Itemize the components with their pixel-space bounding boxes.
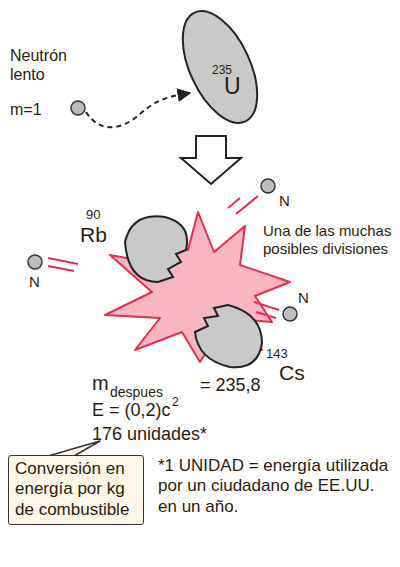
neutron-path [86,93,190,127]
speed-line [254,302,279,310]
note-label: Neutrón lento [10,46,80,84]
speed-line [228,198,240,208]
neutron [28,255,42,269]
footnote: *1 UNIDAD = energía utilizada por un ciu… [158,456,396,517]
neutron [71,101,85,115]
neutron-label: N [29,273,40,291]
callout-box: Conversión en energía por kg de combusti… [8,455,144,525]
mass-number: 90 [86,207,100,223]
neutron [261,179,275,193]
mass-number: 143 [266,346,288,362]
cs-fragment [195,305,262,367]
element-symbol: Cs [279,360,305,385]
neutron [283,307,297,321]
process-arrow [181,136,241,184]
energy-value: 176 unidades* [92,424,207,446]
callout-text: Conversión en energía por kg de combusti… [15,459,137,520]
mass-subscript: despues [110,384,163,401]
speed-line [48,266,74,271]
rb-fragment [125,216,187,282]
neutron-label: N [298,289,309,307]
element-symbol: U [224,74,241,99]
mass-value: = 235,8 [200,375,261,397]
energy-formula: E = (0,2)c [92,400,171,422]
element-symbol: Rb [80,222,107,247]
mass-label: m=1 [10,100,42,119]
mass-symbol: m [92,371,109,395]
speed-line [48,258,78,264]
note-label: Una de las muchas posibles divisiones [263,222,397,258]
uranium-nucleus: 235U [178,4,263,132]
exponent: 2 [172,395,179,409]
speed-line [256,312,276,318]
nucleus-outline [178,4,263,132]
neutron-label: N [279,192,290,210]
